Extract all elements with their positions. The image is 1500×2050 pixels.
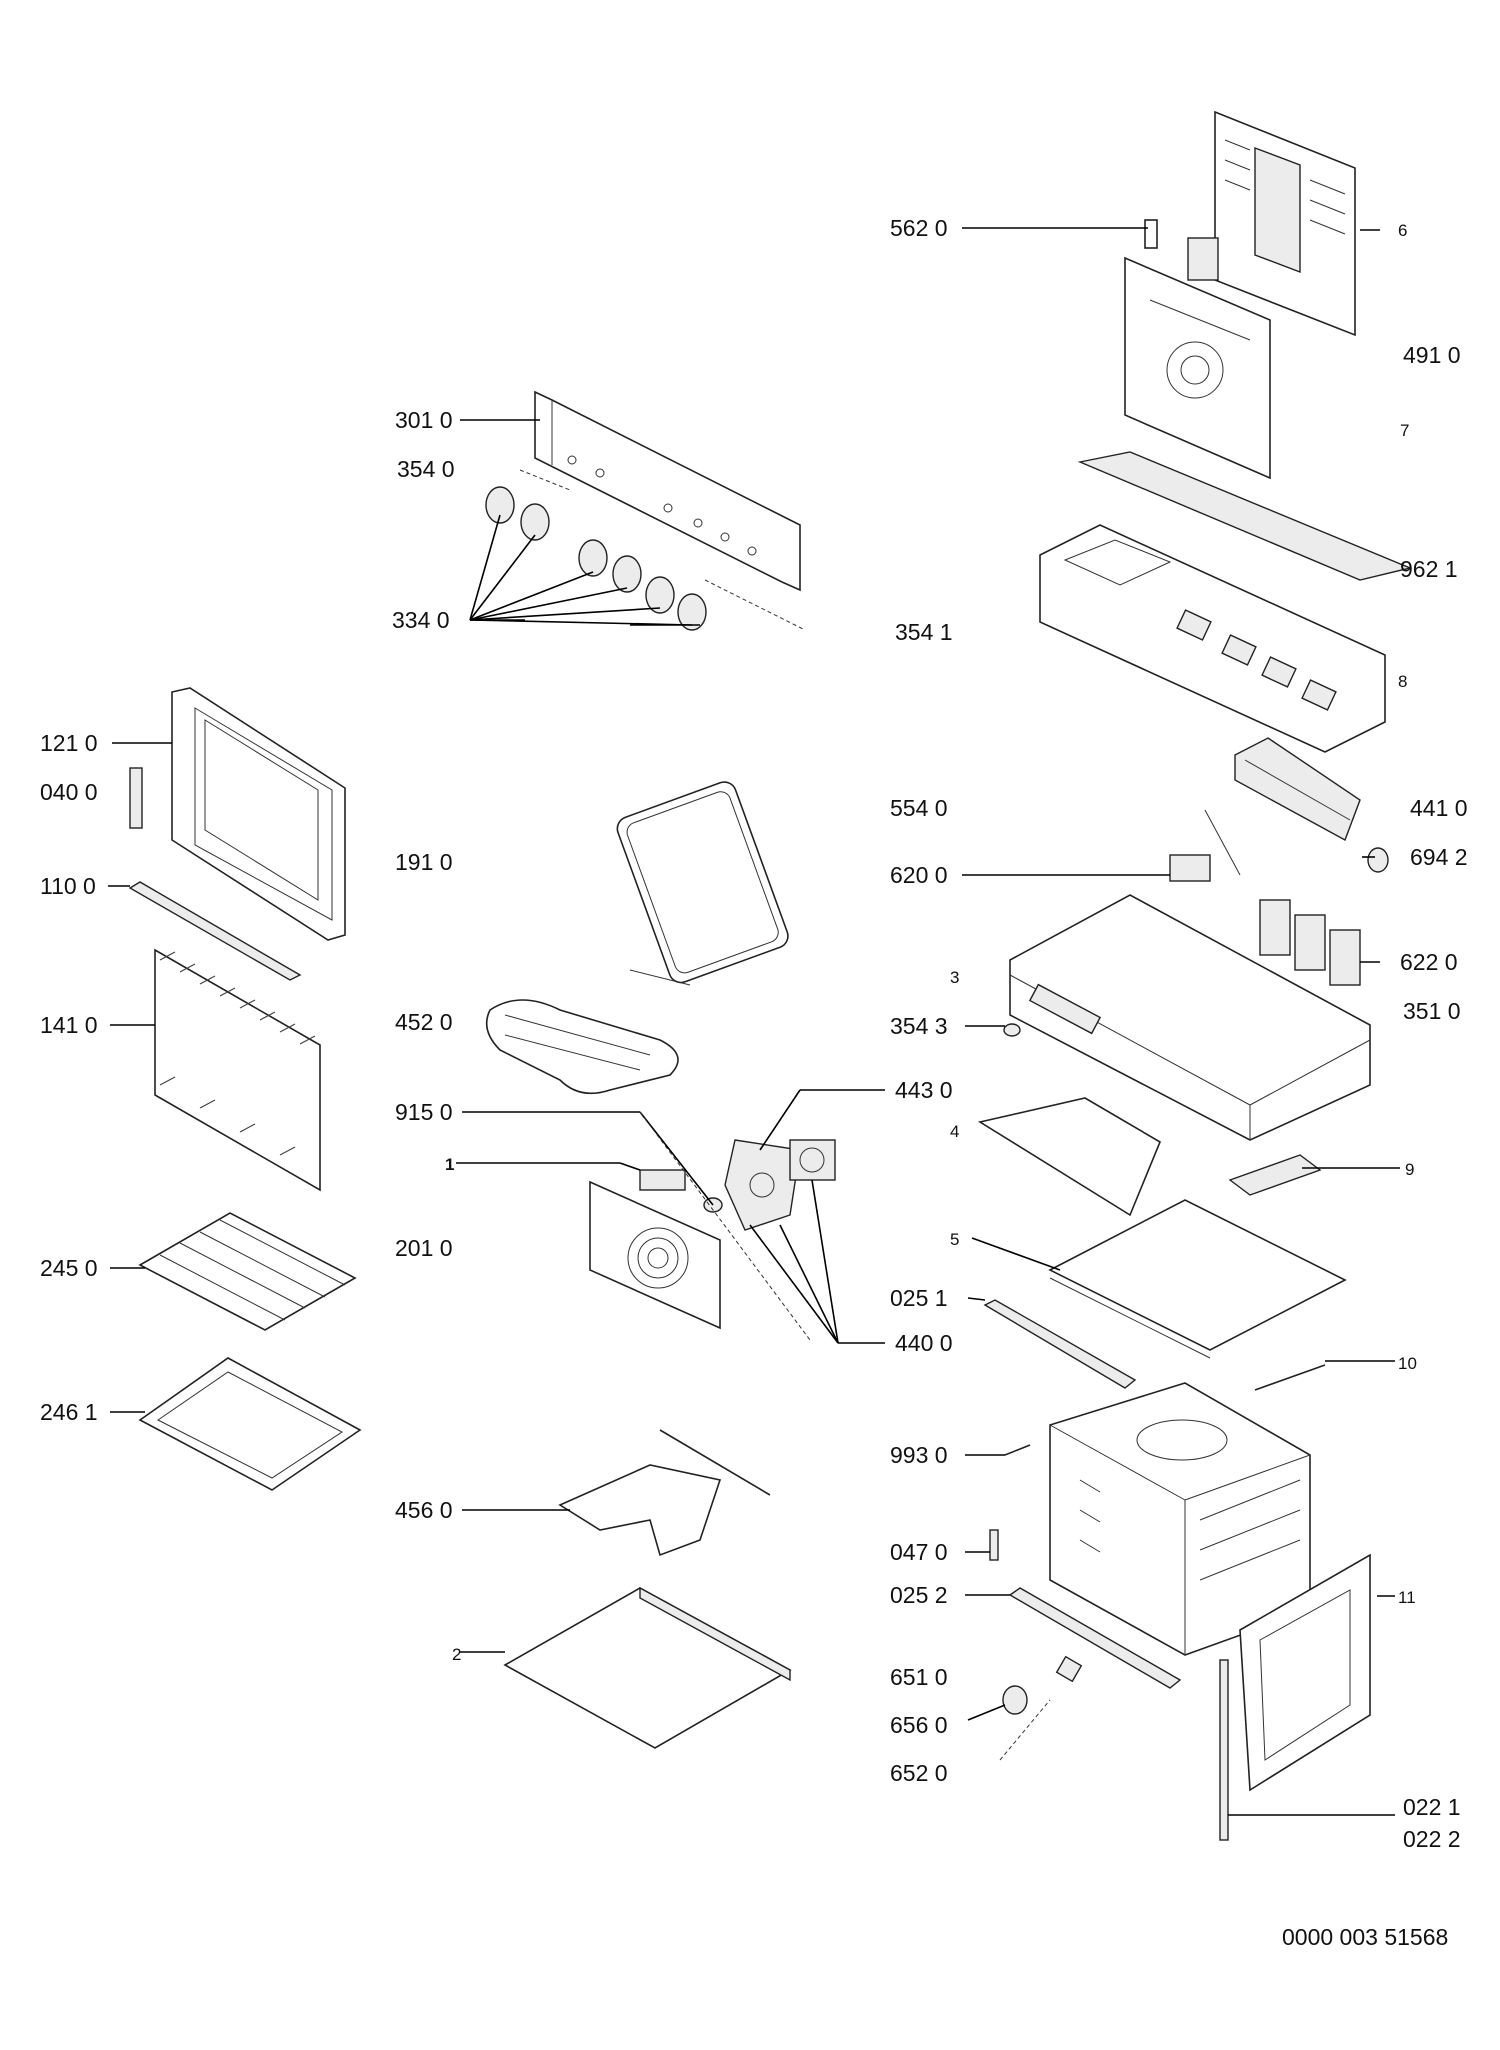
part-bottom-panel-2 <box>503 1586 792 1749</box>
part-wire-shelf-245 <box>138 1212 357 1331</box>
label-022-2: 022 2 <box>1403 1826 1461 1852</box>
label-354-1: 354 1 <box>895 619 953 645</box>
label-554-0: 554 0 <box>890 795 948 821</box>
part-motor-441 <box>1234 737 1361 842</box>
label-620-0: 620 0 <box>890 862 948 888</box>
part-fascia-panel <box>534 390 801 592</box>
part-baking-tray-246 <box>138 1357 362 1491</box>
part-control-panel-8 <box>1039 524 1386 753</box>
part-switch-block-622 <box>1259 899 1361 986</box>
callout-labels: 562 0 6 491 0 7 962 1 354 1 8 301 0 354 … <box>40 215 1468 1852</box>
label-110-0: 110 0 <box>40 873 96 899</box>
part-oven-door <box>171 687 346 941</box>
label-993-0: 993 0 <box>890 1442 948 1468</box>
label-652-0: 652 0 <box>890 1760 948 1786</box>
label-3: 3 <box>950 968 959 987</box>
label-651-0: 651 0 <box>890 1664 948 1690</box>
label-022-1: 022 1 <box>1403 1794 1461 1820</box>
label-4: 4 <box>950 1122 959 1141</box>
label-2: 2 <box>452 1645 461 1664</box>
part-insulation-strip-962 <box>1077 451 1413 581</box>
part-door-glass-141 <box>154 948 321 1192</box>
label-656-0: 656 0 <box>890 1712 948 1738</box>
label-191-0: 191 0 <box>395 849 453 875</box>
label-025-2: 025 2 <box>890 1582 948 1608</box>
label-040-0: 040 0 <box>40 779 98 805</box>
part-control-module <box>1124 237 1271 480</box>
document-number: 0000 003 51568 <box>1282 1924 1448 1950</box>
label-452-0: 452 0 <box>395 1009 453 1035</box>
part-top-frame-351 <box>1009 894 1371 1141</box>
part-hinge-047 <box>989 1529 999 1561</box>
label-6: 6 <box>1398 221 1407 240</box>
label-622-0: 622 0 <box>1400 949 1458 975</box>
label-201-0: 201 0 <box>395 1235 453 1261</box>
label-7: 7 <box>1400 421 1409 440</box>
part-door-handle-110 <box>128 881 302 981</box>
part-thermostat-694 <box>1367 847 1389 873</box>
label-354-3: 354 3 <box>890 1013 948 1039</box>
label-5: 5 <box>950 1230 959 1249</box>
label-915-0: 915 0 <box>395 1099 453 1125</box>
part-side-strip-022 <box>1219 1659 1229 1841</box>
label-456-0: 456 0 <box>395 1497 453 1523</box>
part-screw-354-3 <box>1003 1023 1021 1037</box>
label-025-1: 025 1 <box>890 1285 948 1311</box>
part-bottom-element-456 <box>558 1429 771 1557</box>
part-knobs <box>485 469 806 631</box>
label-1: 1 <box>445 1155 454 1174</box>
label-354-0: 354 0 <box>397 456 455 482</box>
part-fan-blade-443 <box>724 1139 801 1231</box>
part-rail-025-1 <box>983 1299 1137 1389</box>
label-11: 11 <box>1398 1588 1416 1607</box>
part-bracket-562 <box>1144 219 1158 249</box>
label-334-0: 334 0 <box>392 607 450 633</box>
label-246-1: 246 1 <box>40 1399 98 1425</box>
part-screw-993 <box>1004 1444 1031 1456</box>
label-491-0: 491 0 <box>1403 342 1461 368</box>
label-141-0: 141 0 <box>40 1012 98 1038</box>
part-grill-element-452 <box>485 969 691 1095</box>
label-301-0: 301 0 <box>395 407 453 433</box>
leader-lines <box>108 227 1400 1816</box>
label-121-0: 121 0 <box>40 730 98 756</box>
label-562-0: 562 0 <box>890 215 948 241</box>
label-10: 10 <box>1398 1354 1417 1373</box>
label-9: 9 <box>1405 1160 1414 1179</box>
part-bracket-9 <box>1228 1154 1322 1196</box>
part-rod-10 <box>1254 1364 1326 1391</box>
label-8: 8 <box>1398 672 1407 691</box>
part-terminal-block-620 <box>1169 854 1211 882</box>
part-inner-door-11 <box>1239 1553 1371 1792</box>
part-lamp-assembly <box>999 1655 1083 1761</box>
part-insulation-5 <box>1048 1199 1347 1359</box>
label-245-0: 245 0 <box>40 1255 98 1281</box>
label-440-0: 440 0 <box>895 1330 953 1356</box>
part-fan-cover-201 <box>589 1169 721 1330</box>
label-351-0: 351 0 <box>1403 998 1461 1024</box>
part-door-seal-191 <box>616 781 789 984</box>
part-rail-025-2 <box>1008 1587 1182 1689</box>
label-441-0: 441 0 <box>1410 795 1468 821</box>
part-door-hinge-040 <box>129 767 143 829</box>
part-back-panel <box>1214 110 1356 337</box>
part-bracket-4 <box>977 1097 1162 1217</box>
label-443-0: 443 0 <box>895 1077 953 1103</box>
label-047-0: 047 0 <box>890 1539 948 1565</box>
label-962-1: 962 1 <box>1400 556 1458 582</box>
label-694-2: 694 2 <box>1410 844 1468 870</box>
part-fan-motor <box>789 1139 836 1181</box>
